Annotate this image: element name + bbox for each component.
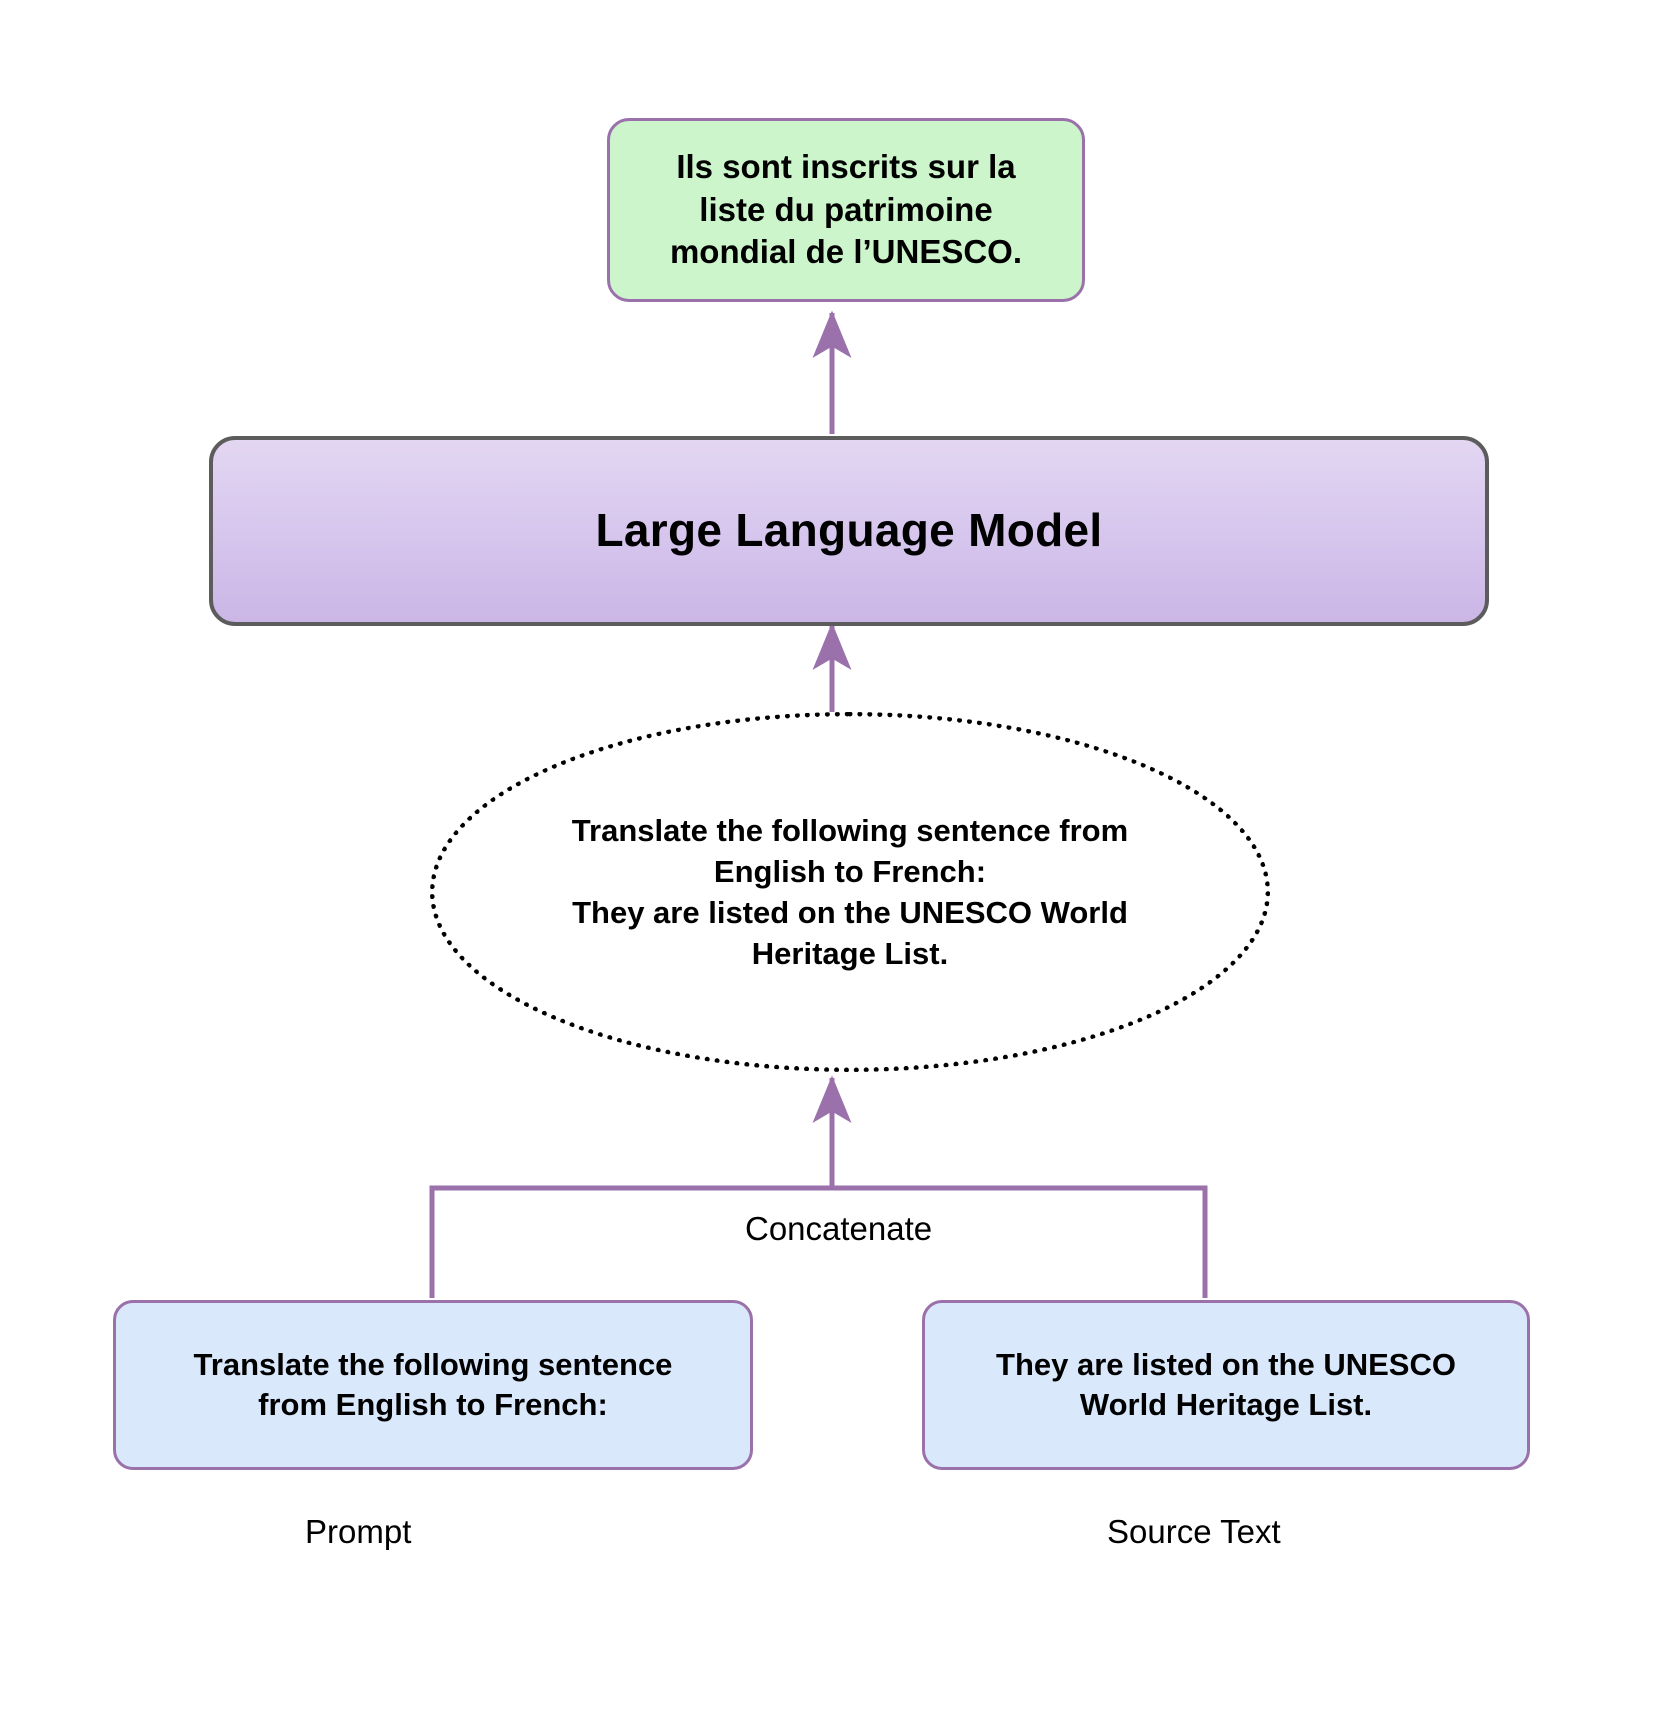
source-text-caption: Source Text (1107, 1513, 1281, 1550)
prompt-caption: Prompt (305, 1513, 412, 1550)
source-text-input-box: They are listed on the UNESCO World Heri… (922, 1300, 1530, 1470)
large-language-model-box: Large Language Model (209, 436, 1489, 626)
output-translation-box: Ils sont inscrits sur la liste du patrim… (607, 118, 1085, 302)
concatenated-prompt-ellipse: Translate the following sentence from En… (430, 712, 1270, 1072)
prompt-input-box: Translate the following sentence from En… (113, 1300, 753, 1470)
concatenate-edge-label: Concatenate (745, 1210, 933, 1247)
